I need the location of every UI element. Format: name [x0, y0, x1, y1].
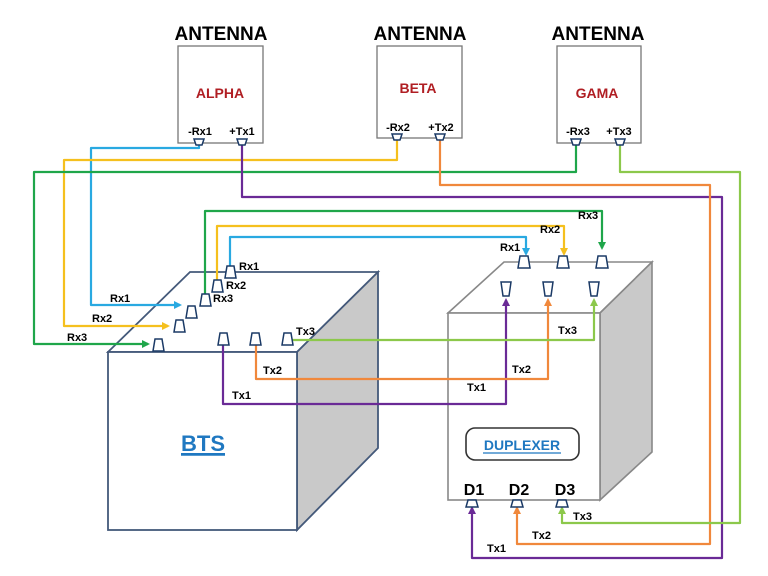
wire-label-dup-tx3: Tx3 — [558, 325, 577, 337]
connector-icon — [235, 138, 249, 146]
connector-icon — [595, 255, 609, 269]
connector-icon — [211, 279, 224, 293]
connector-icons — [152, 133, 627, 508]
wire-label-dup-tx1: Tx1 — [467, 382, 486, 394]
connector-icon — [613, 138, 627, 146]
antenna-rx-port-label: -Rx2 — [386, 122, 410, 134]
connector-icon — [199, 293, 212, 307]
bts-rx2-label: Rx2 — [226, 280, 246, 292]
sector-label: ALPHA — [196, 85, 244, 101]
duplexer-d2-label: D2 — [509, 482, 530, 499]
antenna-gama: ANTENNA GAMA -Rx3 +Tx3 — [552, 24, 645, 144]
antenna-title: ANTENNA — [374, 24, 467, 45]
duplexer-box: DUPLEXER D1 D2 D3 — [445, 260, 654, 502]
wire-rx2-antenna-to-bts — [62, 138, 399, 330]
duplexer-d1-label: D1 — [464, 482, 485, 499]
connector-icon — [152, 338, 165, 352]
duplexer-rx2-label: Rx2 — [540, 224, 560, 236]
wire-rx3-antenna-to-bts — [32, 143, 578, 348]
antenna-tx-port-label: +Tx3 — [606, 126, 631, 138]
wire-tx1-antenna-to-d1 — [240, 142, 724, 560]
sector-label: GAMA — [576, 85, 619, 101]
duplexer-label-badge — [465, 427, 580, 461]
wire-rx1-bts-to-duplexer — [228, 235, 530, 268]
bts-front-face — [107, 351, 298, 531]
wire-rx2-bts-to-duplexer — [215, 224, 568, 282]
antenna-tx-port-label: +Tx2 — [428, 122, 453, 134]
wire-tx3-antenna-to-d3 — [558, 143, 742, 525]
wire-label-bottom-tx1: Tx1 — [487, 543, 506, 555]
connector-icon — [556, 255, 570, 269]
connector-icon — [517, 255, 531, 269]
wire-label-left-rx3: Rx3 — [67, 332, 87, 344]
antenna-beta: ANTENNA BETA -Rx2 +Tx2 — [374, 24, 467, 139]
connector-icon — [555, 499, 569, 508]
duplexer-front-face — [447, 312, 601, 501]
connector-icon — [192, 138, 206, 146]
connector-icon — [465, 499, 479, 508]
antenna-box — [556, 45, 642, 144]
antenna-title: ANTENNA — [552, 24, 645, 45]
connector-icon — [281, 332, 294, 346]
bts-label: BTS — [181, 431, 225, 456]
wire-label-bottom-tx3: Tx3 — [573, 511, 592, 523]
connector-icon — [249, 332, 262, 346]
wire-label-bts-tx3: Tx3 — [296, 326, 315, 338]
antenna-tx-port-label: +Tx1 — [229, 126, 254, 138]
duplexer-d3-label: D3 — [555, 482, 576, 499]
wire-rx1-antenna-to-bts — [89, 142, 201, 309]
connector-icon — [433, 133, 447, 141]
connector-icon — [173, 319, 186, 333]
antenna-alpha: ANTENNA ALPHA -Rx1 +Tx1 — [175, 24, 268, 144]
connector-icon — [588, 281, 600, 297]
bts-box: BTS — [105, 269, 381, 533]
sector-label: BETA — [399, 80, 436, 96]
connector-icon — [390, 133, 404, 141]
wire-label-left-rx2: Rx2 — [92, 313, 112, 325]
wire-label-dup-tx2: Tx2 — [512, 364, 531, 376]
antenna-box — [376, 45, 463, 139]
antenna-rx-port-label: -Rx3 — [566, 126, 590, 138]
duplexer-rx1-label: Rx1 — [500, 242, 520, 254]
connector-icon — [542, 281, 554, 297]
connector-icon — [224, 265, 237, 279]
antenna-title: ANTENNA — [175, 24, 268, 45]
bts-rx3-label: Rx3 — [213, 293, 233, 305]
duplexer-rx3-label: Rx3 — [578, 210, 598, 222]
connector-icon — [185, 305, 198, 319]
bts-rx1-label: Rx1 — [239, 261, 259, 273]
connector-icon — [500, 281, 512, 297]
connector-icon — [510, 499, 524, 508]
wire-label-bottom-tx2: Tx2 — [532, 530, 551, 542]
wire-label-bts-tx1: Tx1 — [232, 390, 251, 402]
wire-label-left-rx1: Rx1 — [110, 293, 130, 305]
antenna-rx-port-label: -Rx1 — [188, 126, 212, 138]
wire-tx1-bts-to-duplexer — [221, 298, 510, 406]
duplexer-label: DUPLEXER — [484, 437, 560, 453]
wire-tx2-antenna-to-d2 — [438, 138, 712, 546]
connector-icon — [217, 332, 230, 346]
antenna-box — [177, 45, 264, 144]
wire-label-bts-tx2: Tx2 — [263, 365, 282, 377]
wire-rx3-bts-to-duplexer — [203, 209, 606, 296]
connector-icon — [569, 138, 583, 146]
wire-tx3-bts-to-duplexer — [290, 298, 598, 342]
